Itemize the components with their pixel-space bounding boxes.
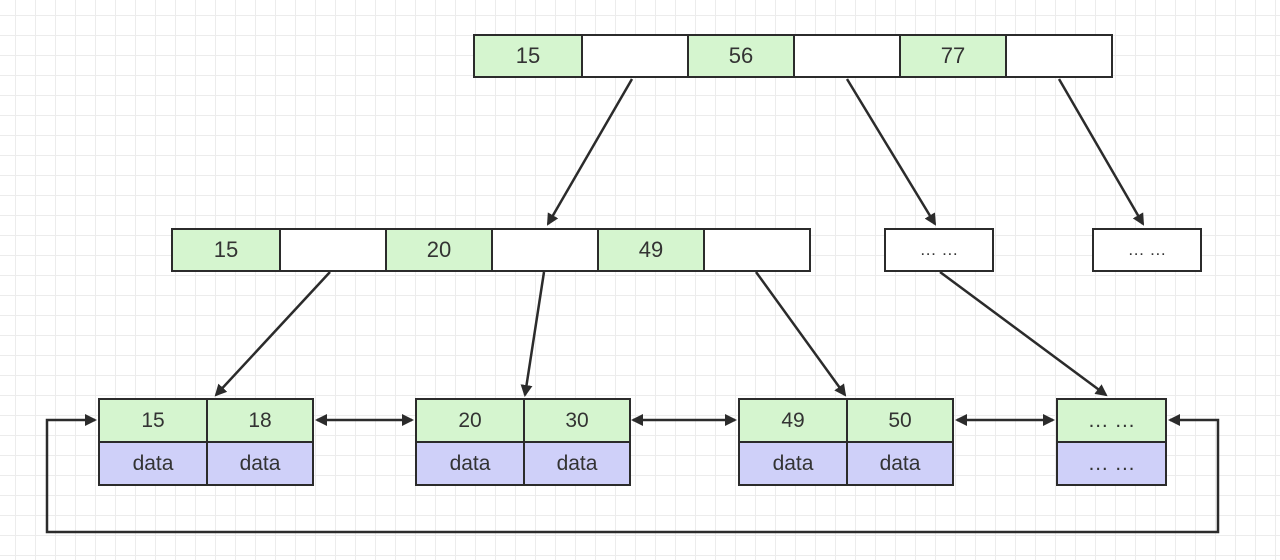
ellipsis-label: … …	[1094, 230, 1200, 270]
internal-pointer	[703, 230, 809, 270]
leaf-key: 18	[206, 400, 312, 441]
leaf-node-3: 49 50 data data	[738, 398, 954, 486]
ellipsis-label: … …	[1058, 443, 1165, 484]
leaf-key: 15	[100, 400, 206, 441]
internal-node-middle: … …	[884, 228, 994, 272]
root-pointer	[581, 36, 687, 76]
internal-pointer	[279, 230, 385, 270]
leaf-key: 20	[417, 400, 523, 441]
internal-node-right: … …	[1092, 228, 1202, 272]
root-pointer	[1005, 36, 1111, 76]
internal-key: 20	[385, 230, 491, 270]
internal-key: 15	[173, 230, 279, 270]
leaf-data: data	[206, 443, 312, 484]
leaf-key: 50	[846, 400, 952, 441]
root-node: 15 56 77	[473, 34, 1113, 78]
leaf-data: data	[100, 443, 206, 484]
leaf-node-1: 15 18 data data	[98, 398, 314, 486]
root-key: 15	[475, 36, 581, 76]
leaf-node-4: … … … …	[1056, 398, 1167, 486]
leaf-key: 49	[740, 400, 846, 441]
leaf-wraparound-link	[45, 414, 1220, 534]
root-key: 56	[687, 36, 793, 76]
root-key: 77	[899, 36, 1005, 76]
ellipsis-label: … …	[886, 230, 992, 270]
leaf-data: data	[740, 443, 846, 484]
root-pointer	[793, 36, 899, 76]
root-to-internal-middle-arrow	[845, 78, 937, 226]
ellipsis-label: … …	[1058, 400, 1165, 441]
leaf-node-2: 20 30 data data	[415, 398, 631, 486]
internal-to-leaf-3-arrow	[754, 271, 847, 397]
leaf-data: data	[417, 443, 523, 484]
internal-to-leaf-2-arrow	[520, 271, 546, 397]
root-to-internal-right-arrow	[1057, 78, 1145, 226]
internal-key: 49	[597, 230, 703, 270]
leaf-data: data	[846, 443, 952, 484]
internal-middle-to-leaf-4-arrow	[939, 270, 1108, 397]
leaf-key: 30	[523, 400, 629, 441]
internal-to-leaf-1-arrow	[214, 271, 331, 397]
internal-node-left: 15 20 49	[171, 228, 811, 272]
root-to-internal-left-arrow	[546, 78, 634, 226]
leaf-data: data	[523, 443, 629, 484]
internal-pointer	[491, 230, 597, 270]
